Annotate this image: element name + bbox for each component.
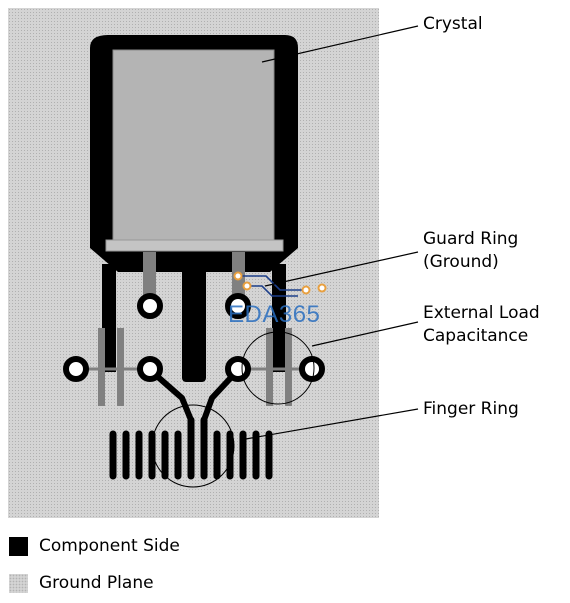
legend-label-ground: Ground Plane [39, 573, 154, 593]
legend-label-component: Component Side [39, 536, 180, 556]
callout-guard-ring: Guard Ring (Ground) [423, 229, 519, 272]
highlight-circles [151, 331, 315, 488]
guard-ring-traces [102, 262, 286, 382]
legend-item-ground-plane: Ground Plane [9, 572, 154, 594]
legend-swatch-component [9, 536, 28, 556]
callout-crystal: Crystal [423, 14, 483, 34]
callout-finger-ring: Finger Ring [423, 399, 519, 419]
legend-swatch-ground [9, 573, 28, 593]
callout-external-load: External Load Capacitance [423, 303, 540, 346]
external-load-capacitors [98, 328, 292, 406]
finger-ring [109, 416, 273, 480]
logo-mark [233, 271, 327, 297]
watermark: EDA365 [228, 301, 321, 328]
legend-item-component-side: Component Side [9, 535, 180, 557]
crystal-body [112, 49, 275, 241]
load-capacitor-traces [147, 367, 241, 423]
crystal-base [105, 239, 284, 252]
vias [63, 293, 325, 382]
callout-leaders [239, 25, 419, 441]
